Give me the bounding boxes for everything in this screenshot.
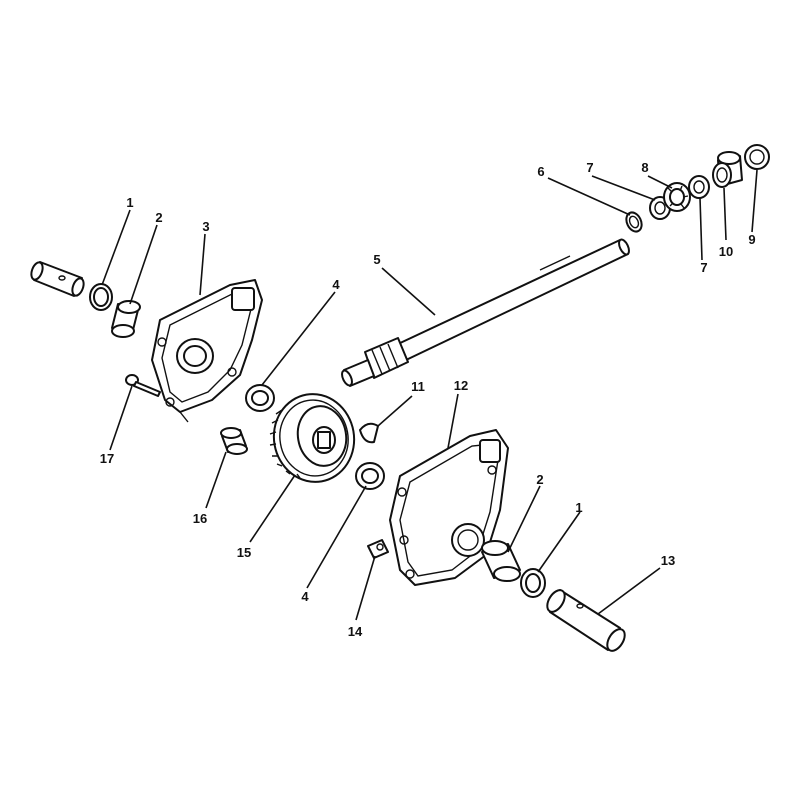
callout-1-lower: 1 [575,500,582,515]
bushing-2-left [111,300,141,338]
bushing-2-lower [481,540,521,582]
callout-labels: 1 2 3 4 5 6 7 8 9 10 7 11 12 2 1 13 4 14… [100,160,756,639]
gear-housing-12 [389,429,509,586]
callout-11: 11 [411,379,425,394]
callout-5: 5 [373,252,380,267]
ring-6 [625,211,643,233]
callout-4-lower: 4 [301,589,309,604]
callout-4-upper: 4 [332,277,340,292]
callout-3: 3 [202,219,209,234]
washer-4-lower [355,462,385,490]
bushing-10 [712,151,743,188]
shaft-5 [341,238,630,387]
callout-2-lower: 2 [536,472,543,487]
callout-17: 17 [100,451,114,466]
pin-13 [546,589,626,652]
callout-16: 16 [193,511,207,526]
callout-7-upper: 7 [586,160,593,175]
ring-1-left [89,283,113,311]
callout-14: 14 [348,624,363,639]
gear-15 [269,393,356,483]
key-11 [359,422,379,444]
washer-4-upper [245,384,275,412]
setscrew-14 [367,539,389,559]
callout-7-lower: 7 [700,260,707,275]
callout-15: 15 [237,545,251,560]
ring-1-lower [520,568,546,598]
washer-7-right [688,175,710,199]
bolt-17 [125,374,161,397]
bearing-8 [663,182,691,212]
callout-13: 13 [661,553,675,568]
callout-1-upper: 1 [126,195,133,210]
callout-9: 9 [748,232,755,247]
ring-9 [744,144,770,170]
pin-left [30,261,85,297]
gear-housing-3 [151,279,263,423]
callout-10: 10 [719,244,733,259]
bushing-16 [220,427,248,455]
callout-6: 6 [537,164,544,179]
leader-lines [101,169,758,621]
callout-12: 12 [454,378,468,393]
callout-8: 8 [641,160,648,175]
callout-2-upper: 2 [155,210,162,225]
